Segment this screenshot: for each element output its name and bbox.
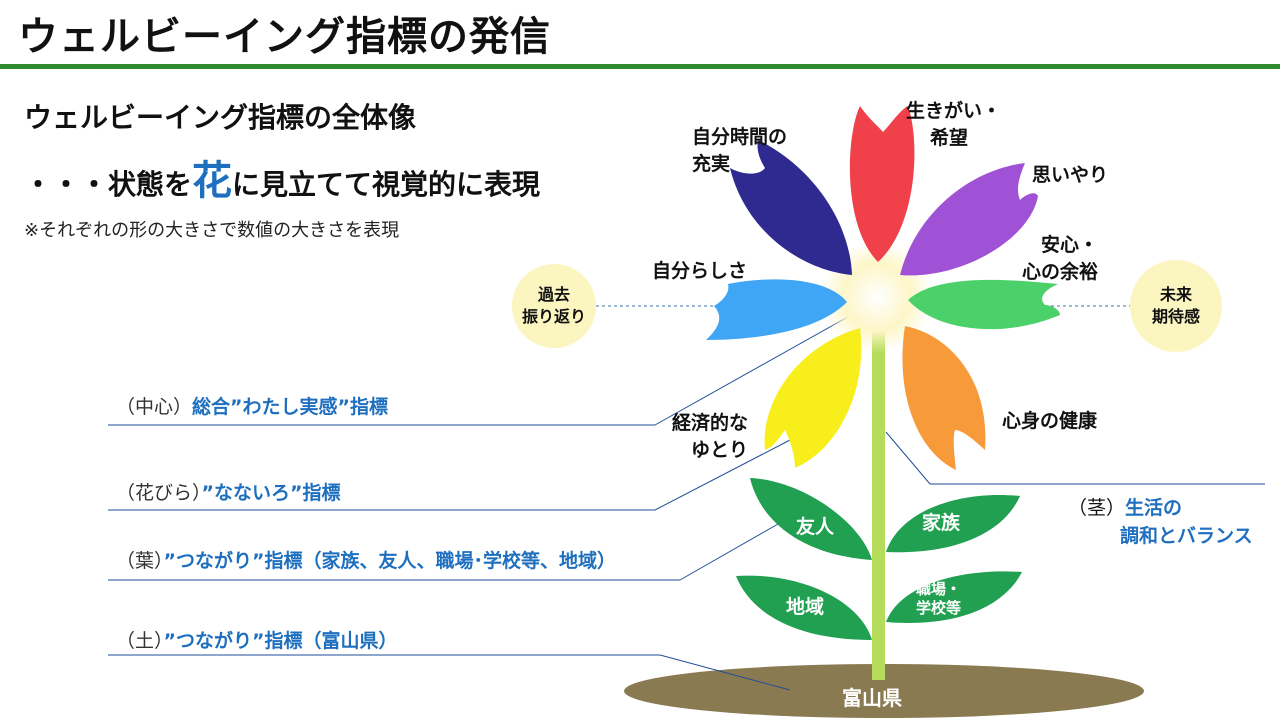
leaf-kazoku	[886, 494, 1020, 553]
soil-ellipse	[624, 664, 1144, 718]
legend-petals-paren: （花びら）	[116, 482, 202, 504]
petal-label-anshin: 安心・ 心の余裕	[1022, 232, 1098, 286]
leaf-label-shokuba-line2: 学校等	[916, 599, 962, 617]
petal-label-ikigai-line2: 希望	[930, 127, 969, 149]
petal-label-kenko-line1: 心身の健康	[1002, 410, 1098, 432]
legend-petals: （花びら）”なないろ”指標	[116, 478, 341, 505]
legend-leaves-text: ”つながり”指標（家族、友人、職場･学校等、地域）	[163, 550, 616, 572]
leader-line-stem-diag	[885, 431, 931, 485]
petal-label-jibunrashisa: 自分らしさ	[652, 258, 747, 285]
subheading-flower-word: 花	[192, 158, 233, 204]
petal-label-jibunjikan-line2: 充実	[692, 153, 731, 175]
past-circle-line2: 振り返り	[521, 307, 586, 326]
legend-stem-text2: 調和とバランス	[1120, 525, 1253, 547]
past-circle-line1: 過去	[537, 285, 570, 304]
petal-label-jibunjikan: 自分時間の 充実	[692, 124, 787, 178]
legend-center-paren: （中心）	[116, 396, 193, 418]
petal-label-ikigai: 生きがい・ 希望	[906, 98, 1001, 152]
overview-heading: ウェルビーイング指標の全体像	[24, 101, 417, 134]
petal-jibunrashisa	[706, 279, 847, 340]
legend-stem-line1: （茎）生活の	[1068, 494, 1253, 522]
petal-label-anshin-line1: 安心・	[1041, 234, 1099, 256]
legend-petals-text: ”なないろ”指標	[201, 482, 341, 504]
past-circle-label: 過去 振り返り	[518, 284, 590, 328]
stem	[872, 320, 885, 680]
subheading-prefix: ・・・状態を	[24, 168, 193, 201]
petal-keizai	[764, 328, 862, 468]
petal-kenko	[902, 326, 986, 470]
petal-label-ikigai-line1: 生きがい・	[906, 100, 1002, 122]
past-circle	[512, 264, 596, 348]
petal-label-keizai: 経済的な ゆとり	[672, 410, 748, 464]
future-circle-line2: 期待感	[1151, 307, 1200, 326]
petal-label-keizai-line1: 経済的な	[672, 412, 749, 434]
subheading-suffix: に見立てて視覚的に表現	[232, 168, 541, 201]
leader-line-soil-diag	[659, 654, 791, 691]
legend-soil-text: ”つながり”指標（富山県）	[163, 630, 398, 652]
legend-soil: （土）”つながり”指標（富山県）	[116, 626, 398, 653]
legend-stem-paren: （茎）	[1068, 497, 1126, 519]
leaf-label-shokuba-line1: 職場・	[916, 580, 962, 598]
petal-label-kenko: 心身の健康	[1002, 408, 1097, 435]
legend-center: （中心）総合”わたし実感”指標	[116, 392, 388, 419]
title-underline	[0, 64, 1280, 69]
leaf-chiiki	[736, 575, 872, 640]
future-circle	[1130, 260, 1222, 352]
petal-label-omoiyari-line1: 思いやり	[1032, 164, 1109, 186]
legend-leaves-paren: （葉）	[116, 550, 164, 572]
leader-line-leaves-diag	[679, 519, 786, 581]
soil-label: 富山県	[842, 686, 902, 710]
legend-leaves: （葉）”つながり”指標（家族、友人、職場･学校等、地域）	[116, 546, 616, 573]
size-note: ※それぞれの形の大きさで数値の大きさを表現	[24, 220, 400, 241]
future-circle-label: 未来 期待感	[1140, 284, 1212, 328]
petal-label-omoiyari: 思いやり	[1032, 162, 1108, 189]
leaf-yujin	[750, 478, 872, 560]
petal-label-jibunrashisa-line1: 自分らしさ	[652, 260, 748, 282]
leaf-label-chiiki: 地域	[786, 596, 825, 618]
legend-stem: （茎）生活の 調和とバランス	[1068, 494, 1253, 550]
overview-subheading: ・・・状態を花に見立てて視覚的に表現	[24, 148, 540, 206]
future-circle-line1: 未来	[1159, 285, 1192, 304]
leader-line-petals-diag	[654, 439, 791, 511]
petal-anshin	[908, 279, 1060, 330]
legend-center-text: 総合”わたし実感”指標	[192, 396, 388, 418]
leaf-label-shokuba: 職場・ 学校等	[916, 580, 961, 618]
page-title: ウェルビーイング指標の発信	[18, 14, 551, 60]
leaf-shokuba	[886, 571, 1022, 623]
petal-label-anshin-line2: 心の余裕	[1022, 261, 1099, 283]
petal-label-jibunjikan-line1: 自分時間の	[692, 126, 788, 148]
petal-jibunjikan	[730, 140, 852, 275]
petal-label-keizai-line2: ゆとり	[691, 439, 749, 461]
leaf-label-yujin: 友人	[796, 516, 835, 538]
petal-omoiyari	[900, 163, 1038, 276]
leaf-label-kazoku: 家族	[922, 512, 961, 534]
legend-stem-text1: 生活の	[1125, 497, 1183, 519]
petal-ikigai	[849, 106, 915, 262]
legend-soil-paren: （土）	[116, 630, 164, 652]
